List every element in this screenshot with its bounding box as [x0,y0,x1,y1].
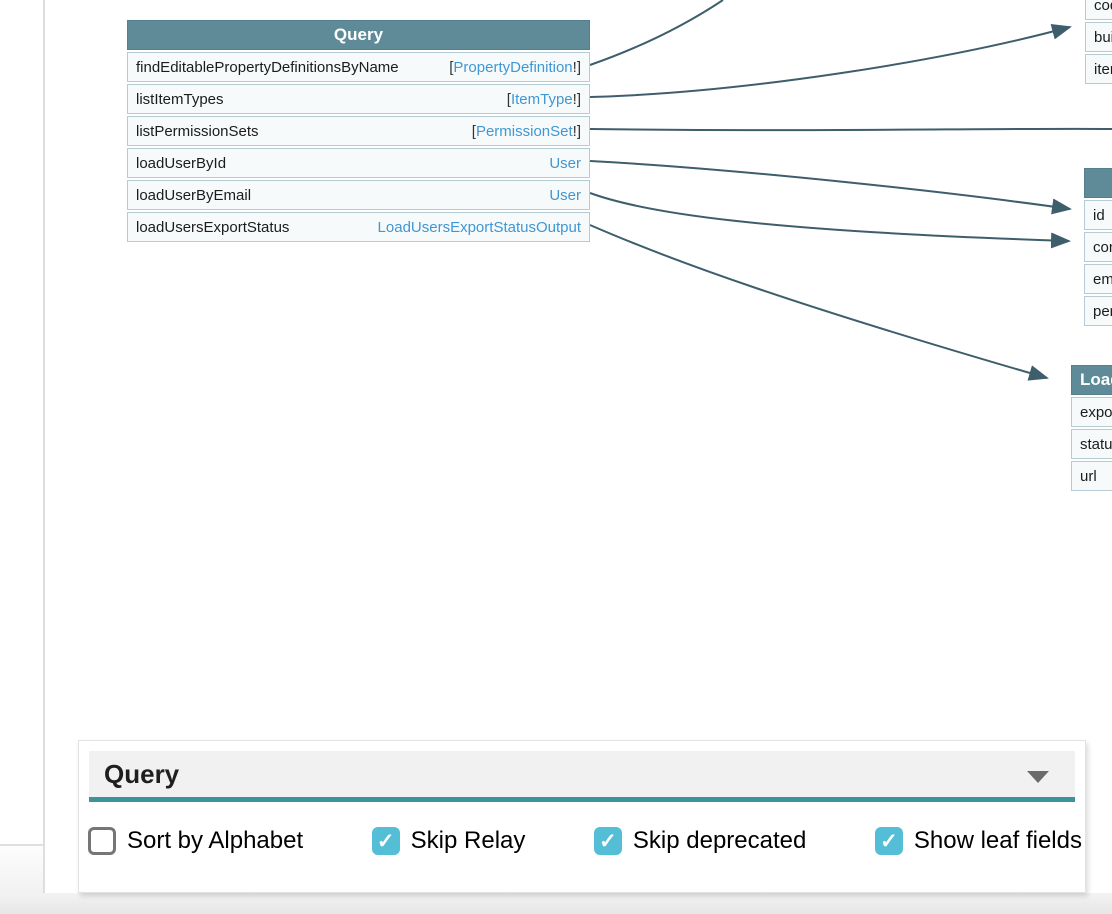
field-name: listPermissionSets [136,122,259,140]
field-row[interactable]: con [1084,232,1112,262]
field-row[interactable]: id [1084,200,1112,230]
settings-panel: Query Sort by Alphabet ✓ Skip Relay ✓ Sk… [78,740,1086,893]
field-name: per [1093,302,1112,320]
type-bracket-open: [ [506,90,511,108]
field-row-listItemTypes[interactable]: listItemTypes [ItemType!] [127,84,590,114]
root-type-select[interactable]: Query [89,751,1075,802]
option-skip-deprecated[interactable]: ✓ Skip deprecated [593,827,807,855]
edge-property-definition [589,0,724,66]
field-name: statu [1080,435,1112,453]
field-name: loadUsersExportStatus [136,218,290,236]
field-name: url [1080,467,1097,485]
edge-permission-set [589,127,1112,132]
type-link-user[interactable]: User [549,186,581,204]
field-name: em [1093,270,1112,288]
show-leaf-fields-label: Show leaf fields [913,827,1082,854]
type-link-permission-set[interactable]: PermissionSet [475,122,573,140]
field-row-loadUsersExportStatus[interactable]: loadUsersExportStatus LoadUsersExportSta… [127,212,590,242]
type-node-header[interactable] [1084,168,1112,198]
type-link-item-type[interactable]: ItemType [510,90,573,108]
field-row[interactable]: per [1084,296,1112,326]
type-node-query-header[interactable]: Query [127,20,590,50]
field-name: loadUserById [136,154,227,172]
skip-relay-label: Skip Relay [410,827,526,854]
type-node-user-partial[interactable]: id con em per [1084,168,1112,326]
type-node-header[interactable]: Load [1071,365,1112,395]
field-row[interactable]: url [1071,461,1112,491]
type-node-query-title: Query [333,25,384,44]
bottom-scrollbar-track [0,893,1112,914]
field-type: [ItemType!] [507,91,581,108]
field-type: [PermissionSet!] [472,123,581,140]
skip-relay-checkbox[interactable]: ✓ [371,827,400,855]
field-row[interactable]: bui [1085,22,1112,52]
field-name: id [1093,206,1105,224]
skip-deprecated-label: Skip deprecated [632,827,807,854]
field-row[interactable]: statu [1071,429,1112,459]
left-panel-divider [43,0,45,914]
option-sort-by-alphabet[interactable]: Sort by Alphabet [88,827,303,855]
field-type: User [549,187,581,204]
type-link-user[interactable]: User [549,154,581,172]
edge-user-email [589,192,1071,249]
edge-user-id [589,160,1072,215]
field-row[interactable]: cod [1085,0,1112,20]
field-row-loadUserById[interactable]: loadUserById User [127,148,590,178]
root-type-select-value: Query [104,758,180,789]
field-type: [PropertyDefinition!] [449,59,581,76]
field-name: loadUserByEmail [136,186,252,204]
type-link-property-definition[interactable]: PropertyDefinition [453,58,573,76]
field-row[interactable]: expo [1071,397,1112,427]
field-name: con [1093,238,1112,256]
type-node-item-type-partial[interactable]: cod bui iter [1085,0,1112,84]
sort-by-alphabet-checkbox[interactable] [88,827,116,855]
type-node-query[interactable]: Query findEditablePropertyDefinitionsByN… [127,20,590,242]
option-show-leaf-fields[interactable]: ✓ Show leaf fields [874,827,1082,855]
edge-export-status [589,224,1049,381]
chevron-down-icon[interactable] [1027,771,1049,783]
type-link-load-users-export-status-output[interactable]: LoadUsersExportStatusOutput [377,218,581,236]
type-node-title: Load [1080,370,1112,389]
field-name: cod [1094,0,1112,14]
show-leaf-fields-checkbox[interactable]: ✓ [874,827,903,855]
option-skip-relay[interactable]: ✓ Skip Relay [371,827,526,855]
field-type: LoadUsersExportStatusOutput [378,219,581,236]
type-bracket-open: [ [471,122,476,140]
type-node-load-users-export-status-partial[interactable]: Load expo statu url [1071,365,1112,491]
field-name: listItemTypes [136,90,224,108]
field-name: findEditablePropertyDefinitionsByName [136,58,399,76]
type-bracket-close: !] [572,58,581,76]
field-row[interactable]: em [1084,264,1112,294]
field-row-loadUserByEmail[interactable]: loadUserByEmail User [127,180,590,210]
edge-item-type [589,23,1072,98]
field-row[interactable]: iter [1085,54,1112,84]
field-row-listPermissionSets[interactable]: listPermissionSets [PermissionSet!] [127,116,590,146]
field-name: iter [1094,60,1112,78]
type-bracket-close: !] [572,122,581,140]
field-name: bui [1094,28,1112,46]
skip-deprecated-checkbox[interactable]: ✓ [593,827,622,855]
field-name: expo [1080,403,1112,421]
options-row: Sort by Alphabet ✓ Skip Relay ✓ Skip dep… [85,827,1085,855]
left-panel-horizontal-divider [0,844,44,846]
type-bracket-close: !] [572,90,581,108]
field-type: User [549,155,581,172]
sort-by-alphabet-label: Sort by Alphabet [127,827,304,854]
field-row-findEditablePropertyDefinitionsByName[interactable]: findEditablePropertyDefinitionsByName [P… [127,52,590,82]
type-bracket-open: [ [449,58,454,76]
